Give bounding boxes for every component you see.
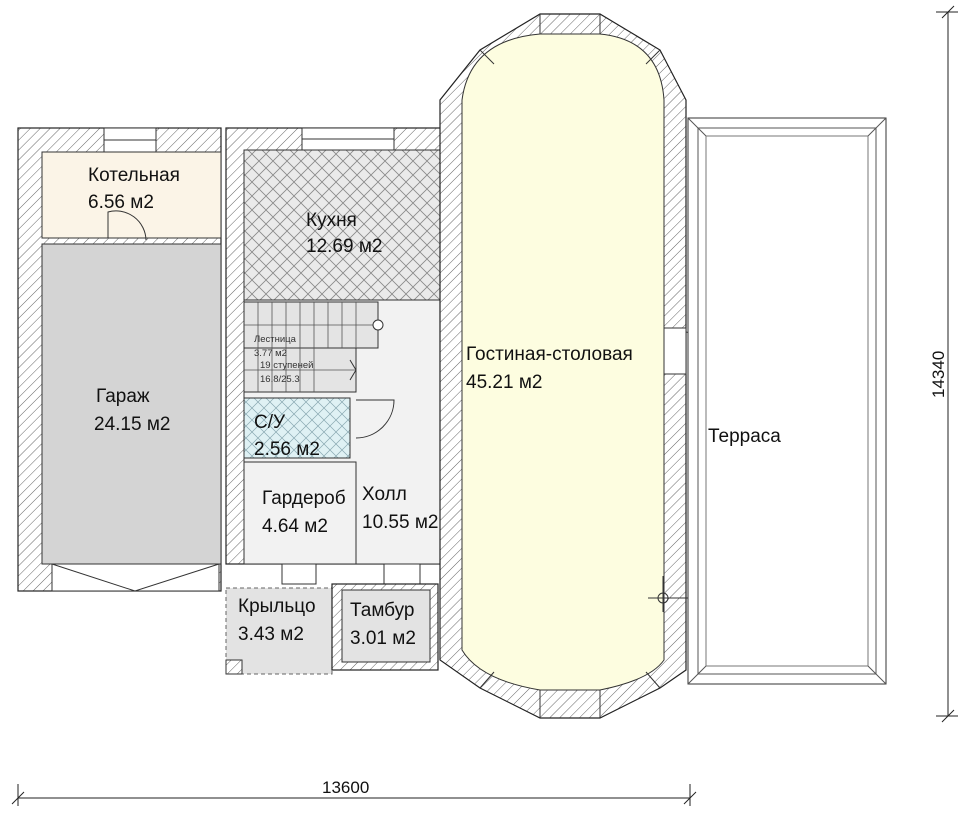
stair-label-line4: 16.8/25.3 xyxy=(260,374,300,385)
boiler-room-name: Котельная xyxy=(88,165,180,186)
boiler-door-swing xyxy=(107,210,147,241)
height-dimension-label: 14340 xyxy=(929,351,948,398)
hall-name: Холл xyxy=(362,484,407,505)
width-dimension-label: 13600 xyxy=(322,778,369,797)
living-room-area: 45.21 м2 xyxy=(466,372,542,393)
kitchen-floor xyxy=(243,149,451,301)
garage-name: Гараж xyxy=(96,386,150,407)
kitchen-area: 12.69 м2 xyxy=(306,236,382,257)
porch-post xyxy=(225,659,243,675)
stair-label-line1: Лестница xyxy=(254,334,297,345)
height-dimension xyxy=(936,5,958,723)
bathroom-name: С/У xyxy=(254,412,286,433)
hall-area: 10.55 м2 xyxy=(362,512,438,533)
wardrobe-name: Гардероб xyxy=(262,488,346,509)
terrace-name: Терраса xyxy=(708,426,781,447)
boiler-room-floor xyxy=(41,151,222,239)
wardrobe-area: 4.64 м2 xyxy=(262,516,328,537)
bathroom-door-swing xyxy=(355,399,395,439)
stair-label-line2: 3.77 м2 xyxy=(254,348,287,359)
living-room-name: Гостиная-столовая xyxy=(466,344,633,365)
garage-block xyxy=(17,127,222,592)
boiler-room-area: 6.56 м2 xyxy=(88,192,154,213)
terrace xyxy=(687,117,887,685)
living-room xyxy=(439,13,717,719)
kitchen-name: Кухня xyxy=(306,210,357,231)
central-block xyxy=(225,127,461,593)
living-floor xyxy=(461,33,665,691)
porch-name: Крыльцо xyxy=(238,596,316,617)
bathroom-area: 2.56 м2 xyxy=(254,439,320,460)
bathroom-floor xyxy=(243,397,351,459)
vestibule-name: Тамбур xyxy=(350,600,415,621)
garage-floor xyxy=(41,243,222,565)
wardrobe-floor xyxy=(243,461,357,565)
vestibule-area: 3.01 м2 xyxy=(350,628,416,649)
porch-floor xyxy=(225,587,333,675)
porch-area: 3.43 м2 xyxy=(238,624,304,645)
terrace-door xyxy=(663,327,687,375)
stair-label-line3: 19 ступеней xyxy=(260,360,313,371)
width-dimension xyxy=(11,784,697,806)
vestibule-floor xyxy=(341,589,431,663)
garage-door xyxy=(51,563,220,592)
hall-window xyxy=(281,563,317,585)
garage-area: 24.15 м2 xyxy=(94,414,170,435)
staircase xyxy=(243,301,384,393)
